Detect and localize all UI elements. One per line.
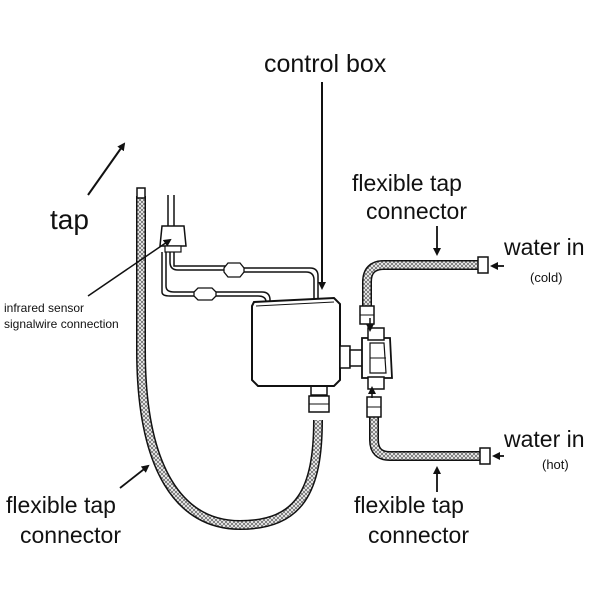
hot-connector-label-line1: flexible tap <box>354 492 464 518</box>
sensor-label-line2: signalwire connection <box>4 317 119 331</box>
water-in-cold-label: water in <box>504 234 585 260</box>
left-connector-label-line1: flexible tap <box>6 492 116 518</box>
cold-flexible-hose <box>359 256 489 325</box>
sensor-arrow <box>87 238 172 297</box>
cold-label: (cold) <box>530 270 563 285</box>
cold-connector-label-line2: connector <box>366 198 468 224</box>
left-connector-label-line2: connector <box>20 522 122 548</box>
sensor-cable <box>167 195 175 226</box>
water-in-hot-label: water in <box>504 426 585 452</box>
hot-flexible-hose <box>366 396 491 465</box>
control-box <box>251 296 351 387</box>
box-outlet-fitting <box>308 384 330 413</box>
tap-flexible-hose <box>136 187 323 531</box>
cold-connector-label-line1: flexible tap <box>352 170 462 196</box>
hot-connector-label-line2: connector <box>368 522 470 548</box>
signal-wires <box>161 252 319 304</box>
control-box-label: control box <box>264 50 387 78</box>
tap-label: tap <box>50 204 89 235</box>
left-connector-arrow <box>119 464 150 489</box>
sensor-connector <box>159 225 187 253</box>
tap-arrow <box>87 142 126 196</box>
mixing-valve <box>349 327 393 390</box>
hot-label: (hot) <box>542 457 569 472</box>
sensor-label-line1: infrared sensor <box>4 301 85 315</box>
